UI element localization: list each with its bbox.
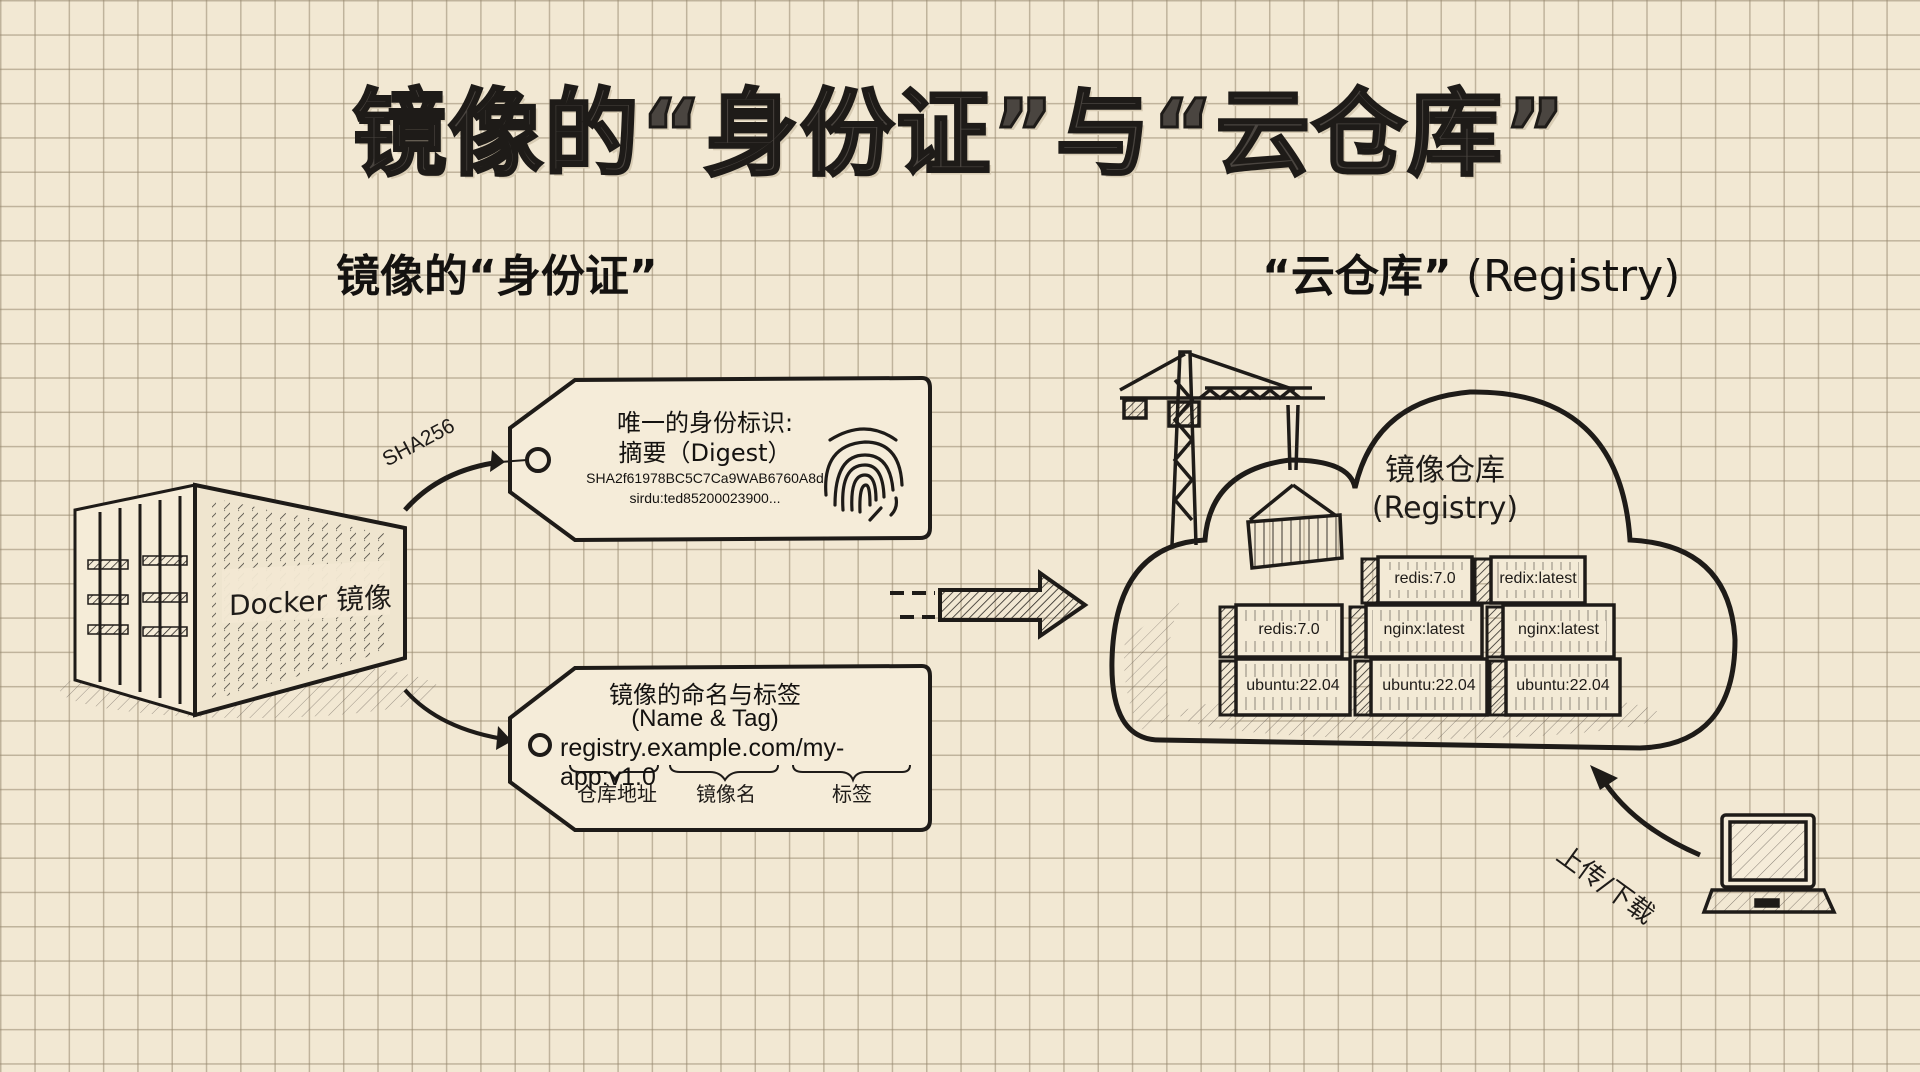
cloud-registry-title: 镜像仓库 (Registry) bbox=[1360, 452, 1530, 528]
part-label-registry-address: 仓库地址 bbox=[577, 782, 657, 806]
registry-image-label: nginx:latest bbox=[1383, 621, 1465, 638]
registry-image-label: redix:latest bbox=[1499, 570, 1577, 587]
digest-tag-line2: 摘要（Digest） bbox=[618, 439, 792, 467]
registry-image-box bbox=[1360, 555, 1474, 605]
cloud-registry-title-en: (Registry) bbox=[1371, 491, 1519, 526]
digest-hash-line2: sirdu:ted85200023900... bbox=[629, 490, 781, 506]
name-tag-line1: 镜像的命名与标签 bbox=[609, 681, 801, 709]
registry-image-box bbox=[1473, 555, 1587, 605]
registry-image-label: ubuntu:22.04 bbox=[1246, 677, 1340, 694]
cloud-registry-title-cn: 镜像仓库 bbox=[1385, 453, 1505, 488]
name-tag bbox=[508, 663, 932, 832]
registry-image-box bbox=[1348, 603, 1484, 659]
section-title-identity: 镜像的“身份证” bbox=[336, 251, 658, 302]
digest-tag-line1: 唯一的身份标识: bbox=[616, 409, 794, 437]
reference-braces bbox=[569, 764, 911, 783]
digest-tag bbox=[499, 375, 932, 543]
part-label-image-name: 镜像名 bbox=[696, 782, 756, 806]
registry-image-box bbox=[1218, 657, 1352, 717]
registry-image-label: ubuntu:22.04 bbox=[1382, 677, 1476, 694]
registry-image-box bbox=[1485, 603, 1616, 659]
laptop-icon bbox=[1701, 813, 1837, 914]
sha256-arrowhead bbox=[490, 450, 505, 472]
fingerprint-icon bbox=[824, 427, 904, 522]
section-title-registry: “云仓库” (Registry) bbox=[1262, 240, 1680, 304]
registry-image-box bbox=[1353, 657, 1489, 717]
name-arrowhead bbox=[496, 726, 512, 750]
crane-icon bbox=[1119, 350, 1344, 570]
upload-download-arrowhead bbox=[1590, 765, 1618, 790]
image-container-stack bbox=[1218, 555, 1622, 717]
image-reference: registry.example.com/my-app:v1.0 bbox=[560, 734, 845, 791]
digest-hash-line1: SHA2f61978BC5C7Ca9WAB6760A8d bbox=[586, 470, 824, 486]
page-title: 镜像的“身份证”与“云仓库” bbox=[351, 79, 1568, 191]
docker-container-icon bbox=[60, 482, 440, 718]
sha256-arrow bbox=[403, 459, 501, 512]
registry-image-label: ubuntu:22.04 bbox=[1516, 677, 1610, 694]
name-tag-line2: (Name & Tag) bbox=[631, 705, 779, 732]
registry-image-box bbox=[1218, 603, 1344, 659]
cloud-icon bbox=[1109, 389, 1738, 751]
upload-download-arrow bbox=[1597, 773, 1701, 858]
name-arrow bbox=[403, 688, 511, 742]
transfer-arrow bbox=[890, 569, 1089, 640]
registry-image-label: redis:7.0 bbox=[1258, 621, 1320, 638]
registry-heading-suffix: (Registry) bbox=[1451, 251, 1681, 302]
part-label-tag: 标签 bbox=[832, 782, 872, 806]
registry-image-label: redis:7.0 bbox=[1394, 570, 1456, 587]
registry-heading-quoted: “云仓库” bbox=[1262, 251, 1452, 302]
registry-image-label: nginx:latest bbox=[1518, 621, 1599, 638]
docker-image-label: Docker 镜像 bbox=[229, 580, 392, 623]
registry-image-box bbox=[1488, 657, 1622, 717]
